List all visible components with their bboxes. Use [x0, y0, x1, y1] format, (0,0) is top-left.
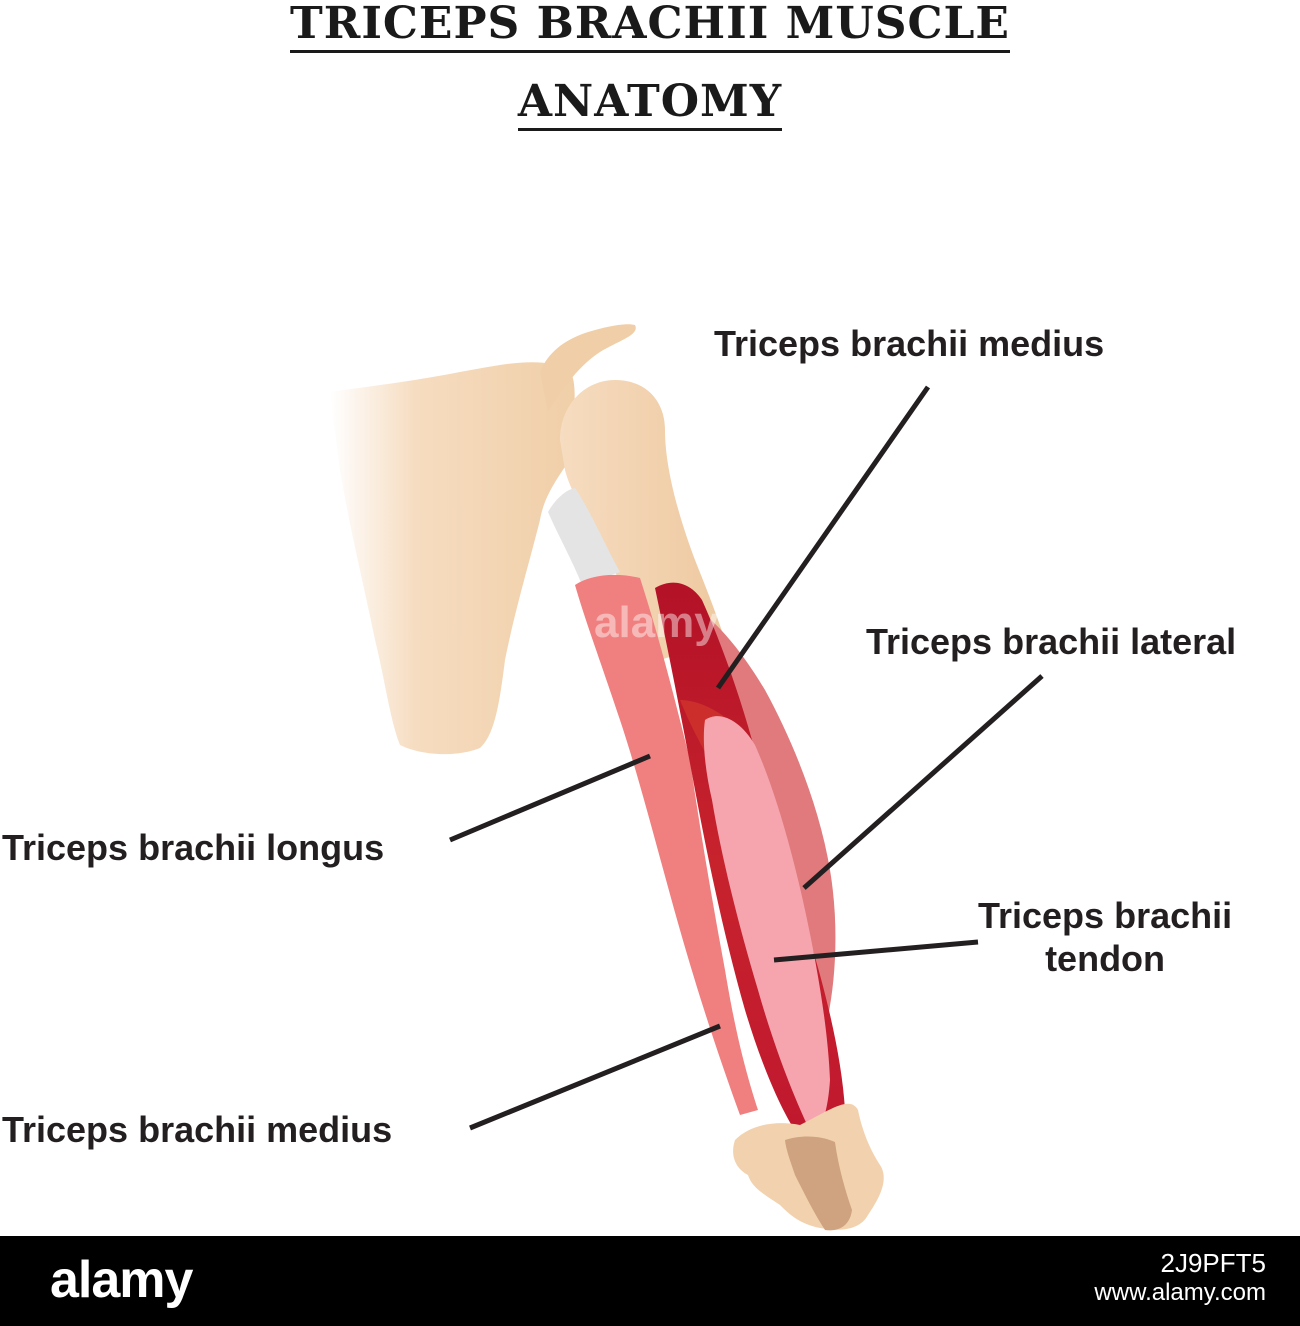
- leader-line-medius-top: [715, 385, 931, 690]
- label-triceps-medius-bottom: Triceps brachii medius: [2, 1109, 393, 1150]
- alamy-logo: alamy: [50, 1251, 193, 1309]
- olecranon-bone: [785, 1136, 852, 1231]
- footer-info: 2J9PFT5 www.alamy.com: [1094, 1248, 1266, 1308]
- longus-head-muscle: [575, 574, 758, 1115]
- scapula-bone: [330, 362, 575, 755]
- leader-line-lateral: [802, 674, 1044, 890]
- title-line-2: anatomy: [517, 80, 783, 131]
- triceps-tendon: [703, 716, 830, 1135]
- title-line-1: Triceps brachii muscle: [290, 2, 1010, 53]
- label-triceps-lateral: Triceps brachii lateral: [866, 621, 1237, 662]
- label-triceps-medius-top: Triceps brachii medius: [714, 323, 1105, 364]
- triceps-anatomy-illustration: [330, 324, 1044, 1231]
- label-tendon-line2: tendon: [1045, 938, 1166, 980]
- footer-bar: alamy 2J9PFT5 www.alamy.com: [0, 1236, 1300, 1326]
- longus-tendon-origin: [548, 488, 620, 585]
- label-triceps-longus: Triceps brachii longus: [2, 827, 385, 868]
- leader-line-tendon: [773, 939, 979, 963]
- leader-line-longus: [449, 753, 651, 843]
- image-id: 2J9PFT5: [1160, 1248, 1267, 1278]
- acromion-bone: [540, 324, 636, 412]
- label-triceps-tendon: Triceps brachii tendon: [978, 894, 1232, 980]
- label-tendon-line1: Triceps brachii: [978, 895, 1233, 936]
- footer-url: www.alamy.com: [1094, 1279, 1266, 1307]
- watermark: alamy: [594, 598, 719, 647]
- leader-line-medius-bottom: [469, 1023, 721, 1131]
